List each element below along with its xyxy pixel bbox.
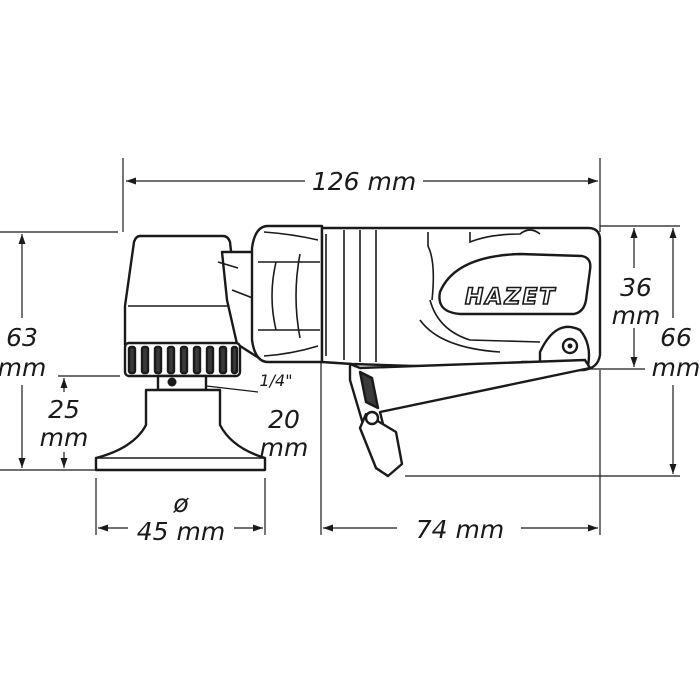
thread-size-label: 1/4" [259,371,292,390]
pad-diameter-label: 45 mm [137,517,225,546]
body-height-unit: mm [612,301,661,330]
pad-height-value: 25 [48,395,80,424]
dimension-labels: 126 mm 63 mm 25 mm 1/4" 20 mm ø 45 mm 74… [0,167,700,546]
overall-length-label: 126 mm [312,167,416,196]
knurl-ring [127,345,239,375]
spindle-offset-unit: mm [260,433,309,462]
spindle-offset-value: 20 [268,405,300,434]
lever-height-value: 66 [660,323,692,352]
total-height-unit: mm [0,353,46,382]
brand-logo: HAZET [465,285,556,310]
angle-grinder-outline: HAZET [94,224,602,478]
pad-height-unit: mm [40,423,89,452]
diameter-symbol: ø [172,489,189,518]
body-length-label: 74 mm [416,515,504,544]
total-height-value: 63 [6,323,38,352]
body-height-value: 36 [620,273,652,302]
lever-height-unit: mm [652,353,700,382]
spindle-thread-marker [167,377,177,387]
